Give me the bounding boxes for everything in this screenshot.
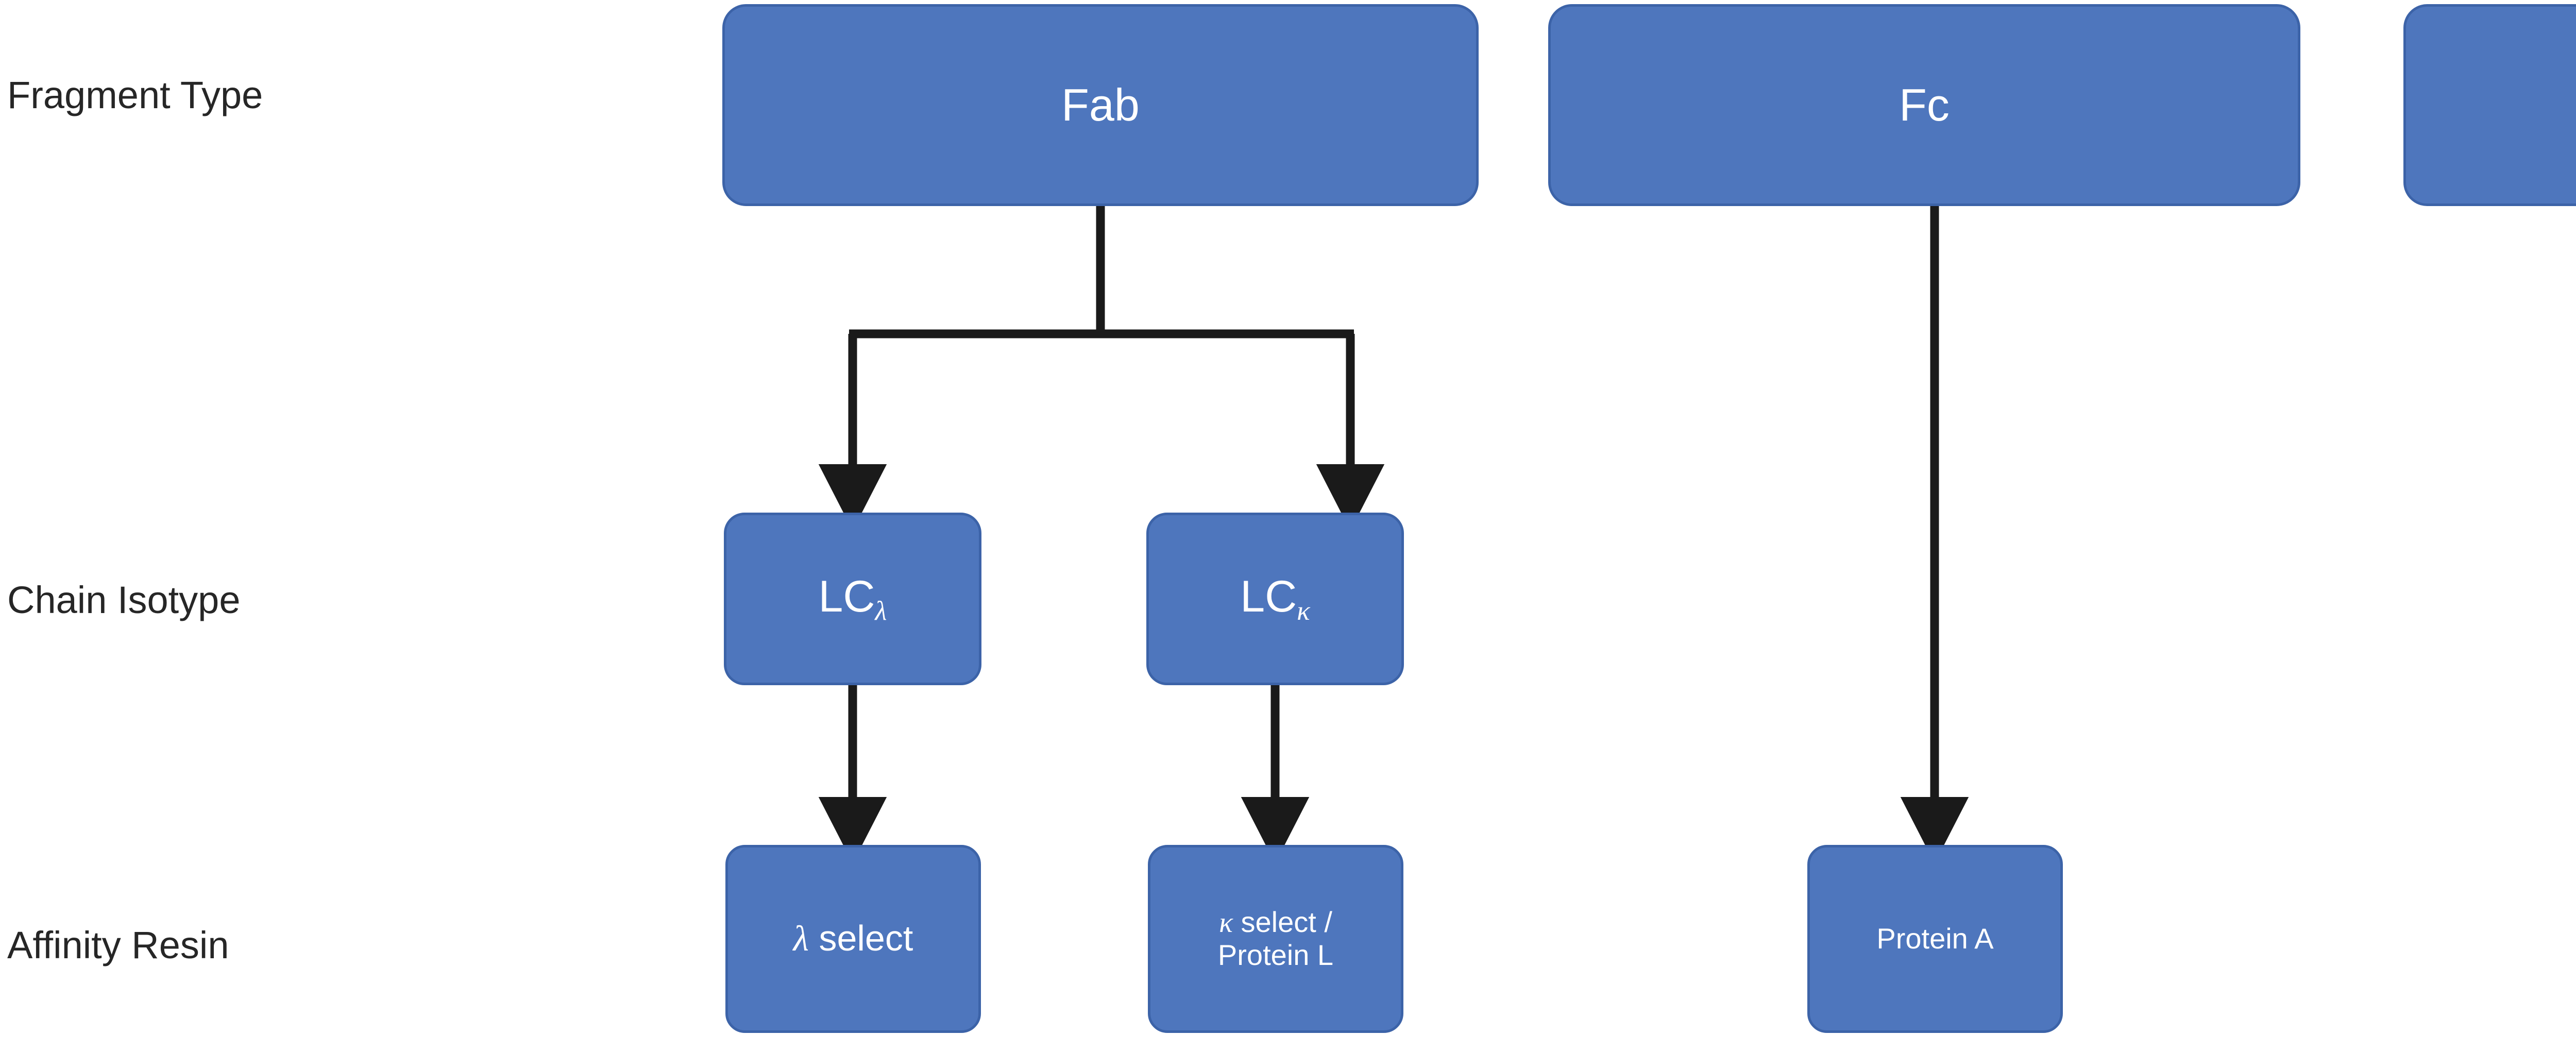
node-lc-kappa-fab-base: LC — [1240, 571, 1297, 621]
row-label-chain-isotype: Chain Isotype — [7, 579, 241, 621]
node-fc[interactable]: Fc — [1548, 4, 2300, 206]
node-kappa-select-protein-l[interactable]: κ select / Protein L — [1148, 845, 1403, 1033]
node-lc-lambda-subscript: λ — [875, 595, 887, 626]
node-kappa-select-rest: select / — [1232, 906, 1332, 939]
node-lc-kappa-fab[interactable]: LCκ — [1146, 513, 1404, 685]
node-kappa-select-protein-l-label: κ select / Protein L — [1218, 906, 1333, 971]
node-fab-label: Fab — [1061, 79, 1140, 130]
node-kappa-select-line1: κ select / — [1219, 906, 1332, 939]
row-label-fragment-type: Fragment Type — [7, 74, 263, 116]
node-kappa-select-greek: κ — [1219, 907, 1233, 939]
node-scfv[interactable]: scFv — [2403, 4, 2576, 206]
node-lc-lambda-base: LC — [818, 571, 875, 621]
node-protein-a-fc[interactable]: Protein A — [1807, 845, 2063, 1033]
node-fc-label: Fc — [1899, 79, 1950, 130]
node-fab[interactable]: Fab — [722, 4, 1479, 206]
edge-fab-branch — [818, 206, 1385, 531]
node-kappa-select-line2: Protein L — [1217, 939, 1334, 971]
node-lambda-select[interactable]: λ select — [725, 845, 981, 1033]
node-lambda-select-greek: λ — [793, 919, 809, 959]
node-lambda-select-label: λ select — [793, 918, 913, 959]
node-protein-a-fc-label: Protein A — [1876, 922, 1994, 955]
node-lambda-select-rest: select — [809, 918, 913, 959]
node-lc-kappa-fab-label: LCκ — [1240, 572, 1310, 626]
node-lc-kappa-fab-subscript: κ — [1297, 595, 1310, 626]
node-lc-lambda[interactable]: LCλ — [724, 513, 981, 685]
row-label-affinity-resin: Affinity Resin — [7, 924, 229, 966]
node-lc-lambda-label: LCλ — [818, 572, 887, 626]
